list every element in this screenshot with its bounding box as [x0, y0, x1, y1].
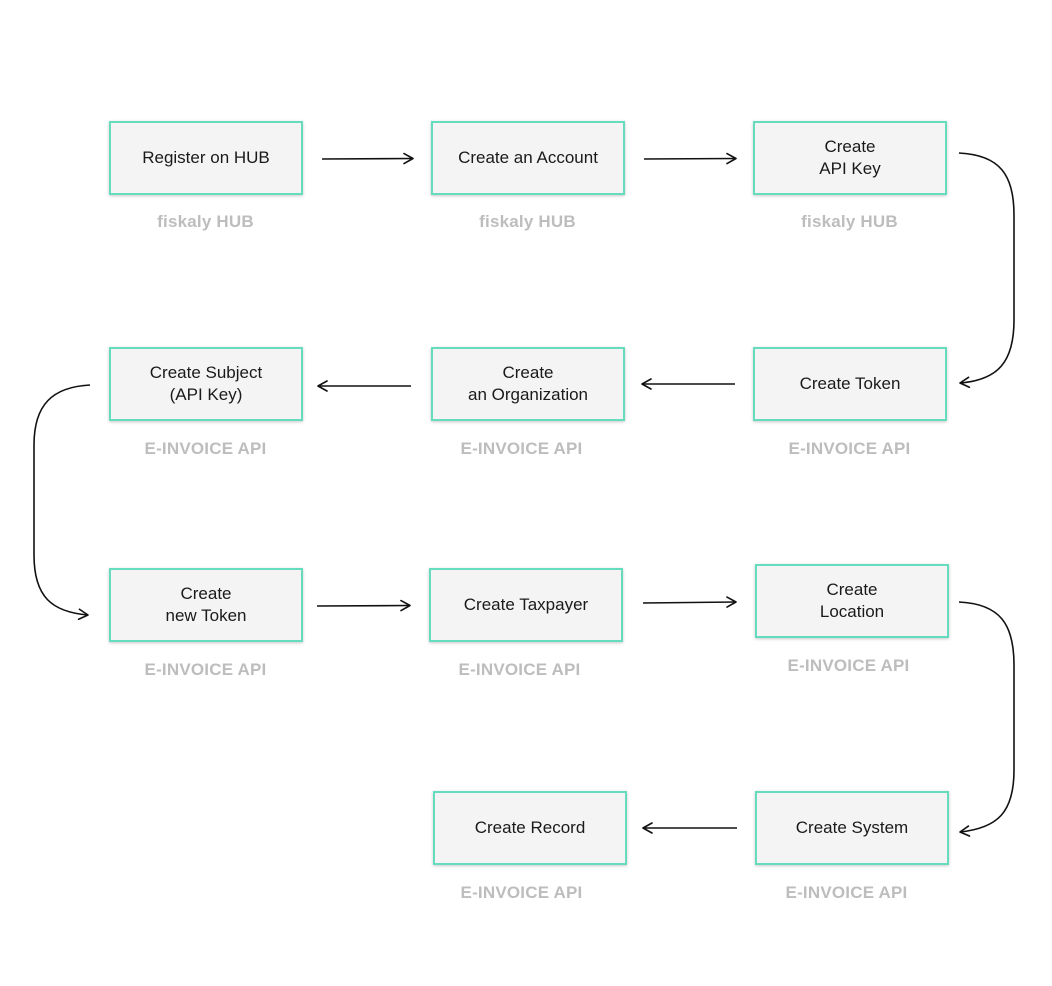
step-register-on-hub-caption: fiskaly HUB — [157, 212, 254, 231]
step-create-subject: Create Subject (API Key) — [109, 347, 303, 421]
step-create-token: Create Token — [753, 347, 947, 421]
step-create-taxpayer-caption: E-INVOICE API — [458, 660, 581, 679]
arrow-account-to-api-key — [643, 152, 737, 165]
step-create-api-key: Create API Key — [753, 121, 947, 195]
step-register-on-hub: Register on HUB — [109, 121, 303, 195]
step-create-subject-caption: E-INVOICE API — [144, 439, 267, 458]
arrow-api-key-to-token — [958, 152, 1015, 389]
step-create-taxpayer: Create Taxpayer — [429, 568, 623, 642]
step-create-new-token-caption: E-INVOICE API — [144, 660, 267, 679]
step-create-organization-caption: E-INVOICE API — [460, 439, 583, 458]
step-create-location: Create Location — [755, 564, 949, 638]
arrow-register-to-account — [321, 152, 414, 165]
step-create-system: Create System — [755, 791, 949, 865]
step-create-location-caption: E-INVOICE API — [787, 656, 910, 675]
arrow-taxpayer-to-location — [642, 596, 737, 608]
step-create-system-caption: E-INVOICE API — [785, 883, 908, 902]
arrow-location-to-system — [958, 601, 1015, 837]
step-create-record-caption: E-INVOICE API — [460, 883, 583, 902]
step-create-record: Create Record — [433, 791, 627, 865]
step-create-new-token: Create new Token — [109, 568, 303, 642]
step-create-account: Create an Account — [431, 121, 625, 195]
step-create-account-caption: fiskaly HUB — [479, 212, 576, 231]
arrow-new-token-to-taxpayer — [316, 599, 411, 612]
step-create-api-key-caption: fiskaly HUB — [801, 212, 898, 231]
arrow-subject-to-new-token — [33, 384, 91, 621]
step-create-token-caption: E-INVOICE API — [788, 439, 911, 458]
step-create-organization: Create an Organization — [431, 347, 625, 421]
